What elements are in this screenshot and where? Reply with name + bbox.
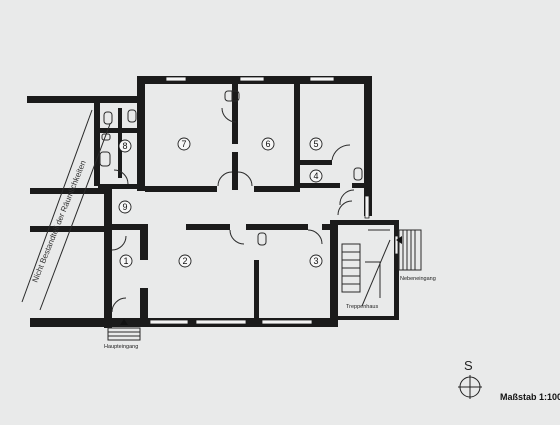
wall-upper-right bbox=[364, 76, 372, 216]
side-entrance-steps bbox=[396, 229, 422, 271]
room-marker-1: 1 bbox=[119, 254, 133, 268]
window bbox=[239, 76, 265, 82]
side-entrance-label: Nebeneingang bbox=[400, 276, 436, 282]
window bbox=[165, 76, 187, 82]
toilet-icon bbox=[257, 232, 267, 246]
wall-stair-top bbox=[338, 220, 398, 225]
wall-7-6 bbox=[232, 84, 238, 144]
toilet-icon bbox=[99, 151, 111, 167]
door-swing bbox=[339, 189, 355, 206]
room-number: 8 bbox=[122, 141, 127, 151]
room-number: 2 bbox=[182, 256, 187, 266]
room-marker-7: 7 bbox=[177, 137, 191, 151]
room-number: 5 bbox=[313, 139, 318, 149]
door-swing bbox=[113, 169, 129, 185]
window bbox=[364, 195, 370, 219]
wall-left-mid bbox=[30, 188, 110, 194]
door-swing bbox=[217, 171, 233, 187]
wall-6-bottom bbox=[254, 186, 300, 192]
door-swing bbox=[307, 229, 323, 245]
room-marker-3: 3 bbox=[309, 254, 323, 268]
wall-1-top bbox=[112, 224, 140, 230]
wall-2-top bbox=[186, 224, 230, 230]
wall-5-bottom bbox=[300, 160, 332, 165]
door-swing bbox=[221, 107, 237, 123]
wall-annex-top bbox=[27, 96, 139, 103]
room-number: 9 bbox=[122, 202, 127, 212]
side-note-label: Nicht Bestandteil der Räumlichkeiten bbox=[31, 159, 88, 284]
boundary-line bbox=[39, 123, 111, 311]
wall-2-3 bbox=[254, 260, 259, 318]
room-number: 7 bbox=[181, 139, 186, 149]
window bbox=[149, 319, 189, 325]
compass-icon bbox=[458, 375, 482, 399]
door-swing bbox=[331, 144, 351, 161]
door-swing bbox=[237, 171, 253, 187]
toilet-icon bbox=[353, 167, 363, 181]
wall-4-bottom bbox=[300, 183, 340, 188]
wall-1-2-lower bbox=[140, 288, 148, 318]
wall-1-2-upper bbox=[140, 224, 148, 260]
stairwell-label: Treppenhaus bbox=[346, 304, 378, 310]
wall-wc-bottom bbox=[98, 184, 140, 189]
room-marker-5: 5 bbox=[309, 137, 323, 151]
wall-stair-bottom bbox=[338, 316, 399, 320]
main-entrance-steps bbox=[107, 319, 141, 341]
room-marker-2: 2 bbox=[178, 254, 192, 268]
compass-label: S bbox=[464, 358, 473, 373]
window bbox=[394, 235, 399, 255]
door-swing bbox=[111, 297, 127, 313]
main-entrance-label: Haupteingang bbox=[104, 344, 138, 350]
window bbox=[309, 76, 335, 82]
room-marker-6: 6 bbox=[261, 137, 275, 151]
room-marker-8: 8 bbox=[118, 139, 132, 153]
wall-4-bottom-right bbox=[352, 183, 364, 188]
wall-3-top-right bbox=[322, 224, 332, 230]
room-number: 4 bbox=[313, 171, 318, 181]
toilet-icon bbox=[127, 109, 137, 123]
toilet-icon bbox=[224, 90, 240, 102]
door-swing bbox=[229, 229, 245, 245]
wall-wc-left bbox=[94, 96, 100, 186]
door-swing bbox=[337, 200, 353, 216]
wall-inner-left bbox=[104, 188, 112, 328]
wall-upper-left bbox=[137, 76, 145, 191]
toilet-icon bbox=[103, 111, 113, 125]
wall-6-5 bbox=[294, 84, 300, 190]
window bbox=[261, 319, 313, 325]
room-number: 1 bbox=[123, 256, 128, 266]
door-swing bbox=[111, 235, 127, 251]
window bbox=[195, 319, 247, 325]
wall-lower-right bbox=[330, 220, 338, 327]
boundary-line bbox=[21, 109, 93, 303]
room-marker-4: 4 bbox=[309, 169, 323, 183]
stairwell bbox=[341, 229, 391, 307]
wall-stair-right bbox=[394, 220, 399, 320]
scale-label: Maßstab 1:100 bbox=[500, 392, 560, 402]
wall-3-top bbox=[246, 224, 308, 230]
room-marker-9: 9 bbox=[118, 200, 132, 214]
wall-7-bottom bbox=[145, 186, 217, 192]
room-number: 6 bbox=[265, 139, 270, 149]
wall-7-6-lower bbox=[232, 152, 238, 190]
room-number: 3 bbox=[313, 256, 318, 266]
